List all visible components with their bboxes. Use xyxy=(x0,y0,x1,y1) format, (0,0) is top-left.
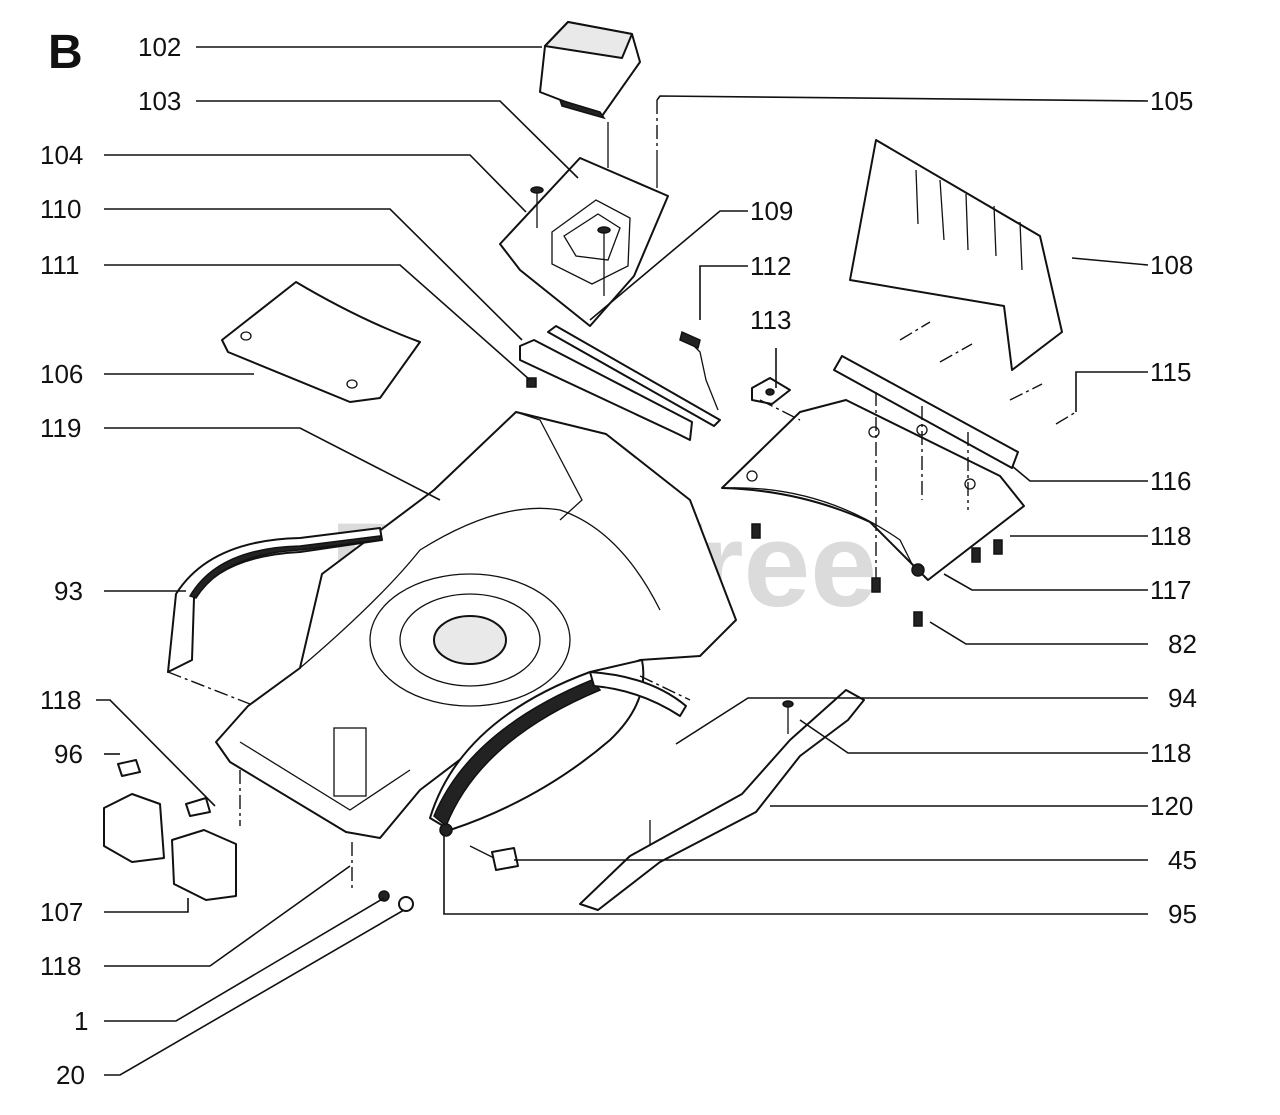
callout-118-right-top: 118 xyxy=(1150,521,1191,551)
section-letter: B xyxy=(48,26,83,79)
part-108-grass-bag xyxy=(849,139,1063,371)
callout-103: 103 xyxy=(138,86,181,116)
leader-lines xyxy=(96,46,1149,1076)
callout-1: 1 xyxy=(74,1006,88,1036)
callout-106: 106 xyxy=(40,359,83,389)
part-95-washer xyxy=(439,823,453,837)
part-104-105-screws xyxy=(530,100,658,296)
callout-82: 82 xyxy=(1168,629,1197,659)
part-flap-screws xyxy=(751,321,1077,627)
callout-113: 113 xyxy=(750,305,791,335)
part-110-rail xyxy=(519,339,693,441)
callout-108: 108 xyxy=(1150,250,1193,280)
callout-110: 110 xyxy=(40,194,81,224)
callout-116: 116 xyxy=(1150,466,1191,496)
part-96-107-pads xyxy=(103,759,237,901)
callout-118-left-top: 118 xyxy=(40,685,81,715)
part-1-20-fasteners xyxy=(239,770,414,912)
part-116-flap-bar xyxy=(833,355,1019,469)
callout-94: 94 xyxy=(1168,683,1197,713)
callout-96: 96 xyxy=(54,739,83,769)
part-117-rear-flap xyxy=(721,399,1025,581)
callout-93: 93 xyxy=(54,576,83,606)
part-103-bracket xyxy=(499,157,669,327)
callout-112: 112 xyxy=(750,251,791,281)
callout-120: 120 xyxy=(1150,791,1193,821)
callout-104: 104 xyxy=(40,140,83,170)
callout-117: 117 xyxy=(1150,575,1191,605)
callout-102: 102 xyxy=(138,32,181,62)
callout-95: 95 xyxy=(1168,899,1197,929)
alignment-lines xyxy=(167,399,801,705)
callout-45: 45 xyxy=(1168,845,1197,875)
callout-107: 107 xyxy=(40,897,83,927)
part-113-clip xyxy=(751,377,791,405)
part-119-deck xyxy=(215,411,737,839)
callout-109: 109 xyxy=(750,196,793,226)
callout-labels: 102 103 104 110 111 106 119 93 118 96 10… xyxy=(40,32,1197,1090)
part-112-spring xyxy=(679,330,719,411)
part-94-skirt xyxy=(429,659,687,831)
part-93-skirt xyxy=(167,527,383,673)
part-106-plate xyxy=(221,281,421,403)
callout-111: 111 xyxy=(40,250,80,280)
callout-118-right-bottom: 118 xyxy=(1150,738,1191,768)
callout-118-left-bottom: 118 xyxy=(40,951,81,981)
callout-105: 105 xyxy=(1150,86,1193,116)
part-109-bar xyxy=(547,325,721,427)
callout-119: 119 xyxy=(40,413,81,443)
part-120-blade xyxy=(579,689,865,911)
callout-115: 115 xyxy=(1150,357,1191,387)
part-102-cover xyxy=(539,21,641,120)
callout-20: 20 xyxy=(56,1060,85,1090)
part-45-bolt xyxy=(469,845,519,871)
